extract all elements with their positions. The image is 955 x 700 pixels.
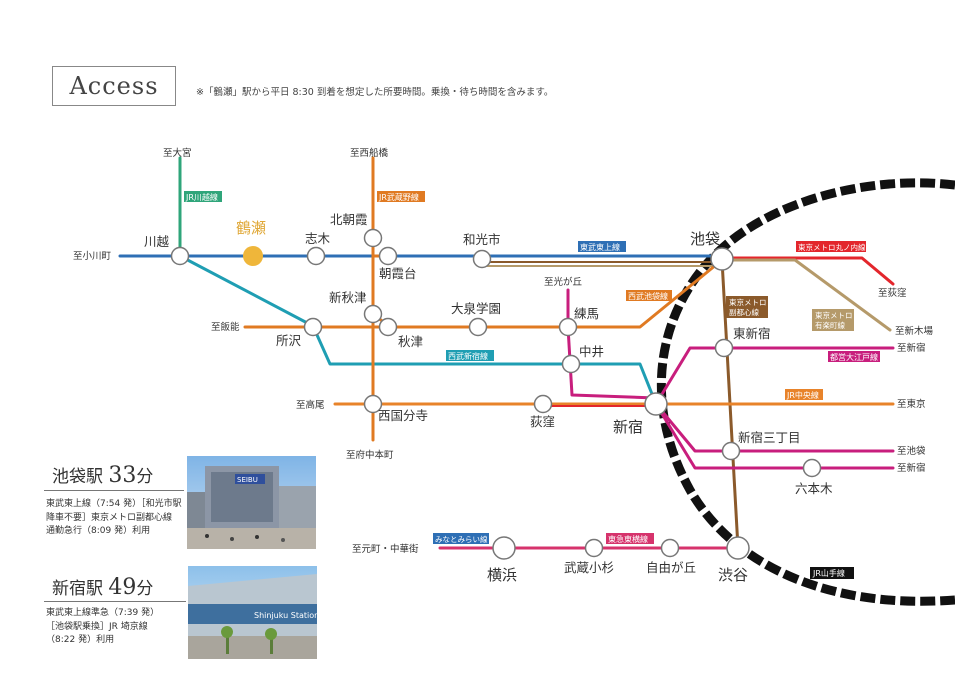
svg-text:有楽町線: 有楽町線: [815, 320, 845, 330]
station-higashishinjuku: [714, 338, 734, 358]
svg-text:東京メトロ: 東京メトロ: [729, 297, 767, 307]
svg-text:至新宿: 至新宿: [897, 462, 926, 474]
svg-text:Shinjuku Station: Shinjuku Station: [254, 611, 317, 620]
svg-text:練馬: 練馬: [574, 306, 599, 321]
svg-text:至池袋: 至池袋: [897, 445, 926, 457]
card-ikebukuro-rule: [44, 490, 184, 491]
station-roppongi: [802, 458, 822, 478]
svg-text:自由が丘: 自由が丘: [646, 560, 696, 575]
card-shinjuku-description: 東武東上線準急（7:39 発） ［池袋駅乗換］JR 埼京線 （8:22 発）利用: [46, 608, 160, 645]
svg-text:至高尾: 至高尾: [296, 399, 325, 411]
station-ikebukuro: [710, 247, 734, 271]
station-oizumi: [468, 317, 488, 337]
svg-text:渋谷: 渋谷: [718, 566, 748, 584]
svg-text:至西船橋: 至西船橋: [350, 147, 389, 159]
svg-text:JR川越線: JR川越線: [185, 192, 218, 202]
svg-text:東武東上線: 東武東上線: [580, 242, 620, 252]
station-akitsu: [378, 317, 398, 337]
station-yokohama: [492, 536, 516, 560]
svg-text:至元町・中華街: 至元町・中華街: [352, 543, 419, 555]
yurakucho-line: [720, 258, 892, 332]
svg-text:至光が丘: 至光が丘: [544, 276, 583, 288]
svg-text:六本木: 六本木: [795, 481, 833, 496]
svg-text:西武新宿線: 西武新宿線: [448, 351, 488, 361]
svg-text:所沢: 所沢: [276, 333, 302, 348]
svg-text:至新木場: 至新木場: [895, 325, 934, 337]
svg-text:鶴瀬: 鶴瀬: [236, 219, 266, 237]
station-asakadai: [378, 246, 398, 266]
svg-text:武蔵小杉: 武蔵小杉: [564, 560, 614, 575]
svg-text:至府中本町: 至府中本町: [346, 449, 394, 461]
svg-text:至新宿: 至新宿: [897, 342, 926, 354]
svg-text:西国分寺: 西国分寺: [378, 408, 428, 423]
card-shinjuku-title: 新宿駅 49分: [52, 575, 154, 600]
station-musashikosugi: [584, 538, 604, 558]
station-markers: [170, 228, 822, 560]
line-tags: JR川越線 JR武蔵野線 東武東上線 東京メトロ丸ノ内線 西武池袋線 東京メトロ…: [184, 191, 880, 579]
svg-text:都営大江戸線: 都営大江戸線: [830, 352, 878, 362]
svg-text:副都心線: 副都心線: [729, 307, 759, 317]
svg-text:新秋津: 新秋津: [329, 290, 367, 305]
svg-text:新宿三丁目: 新宿三丁目: [738, 430, 801, 445]
svg-text:東京メトロ丸ノ内線: 東京メトロ丸ノ内線: [798, 242, 866, 252]
station-tokorozawa: [303, 317, 323, 337]
station-sanchome: [721, 441, 741, 461]
station-kawagoe: [170, 246, 190, 266]
svg-text:志木: 志木: [305, 231, 331, 246]
station-nishikokubunji: [363, 394, 383, 414]
svg-text:みなとみらい線: みなとみらい線: [435, 534, 488, 544]
station-jiyugaoka: [660, 538, 680, 558]
svg-text:横浜: 横浜: [487, 566, 517, 584]
svg-text:西武池袋線: 西武池袋線: [628, 291, 668, 301]
photo-ikebukuro: SEIBU: [187, 456, 316, 549]
svg-text:至荻窪: 至荻窪: [878, 287, 907, 299]
yamanote-loop: [656, 178, 955, 606]
svg-text:JR武蔵野線: JR武蔵野線: [378, 192, 419, 202]
svg-text:東京メトロ: 東京メトロ: [815, 310, 853, 320]
station-shinjuku: [644, 392, 668, 416]
time-note: ※「鶴瀬」駅から平日 8:30 到着を想定した所要時間。乗換・待ち時間を含みます…: [196, 87, 554, 98]
svg-text:川越: 川越: [144, 234, 170, 249]
seibu-ikebukuro-line: [243, 258, 724, 329]
svg-text:至小川町: 至小川町: [73, 251, 112, 262]
svg-text:北朝霞: 北朝霞: [330, 212, 368, 227]
svg-text:池袋: 池袋: [690, 230, 720, 248]
svg-text:秋津: 秋津: [398, 334, 423, 349]
card-ikebukuro-title: 池袋駅 33分: [52, 463, 154, 488]
station-ogikubo: [533, 394, 553, 414]
station-shibuya: [726, 536, 750, 560]
card-shinjuku-rule: [44, 601, 186, 602]
svg-text:SEIBU: SEIBU: [237, 476, 258, 484]
svg-text:大泉学園: 大泉学園: [451, 301, 501, 316]
svg-text:至大宮: 至大宮: [163, 147, 192, 159]
svg-text:至飯能: 至飯能: [211, 321, 240, 333]
station-shiki: [306, 246, 326, 266]
svg-text:和光市: 和光市: [463, 232, 501, 247]
station-nakai: [561, 354, 581, 374]
direction-labels: 至大宮 至西船橋 至小川町 至飯能 至高尾 至府中本町 至光が丘 至荻窪 至新木…: [73, 147, 934, 555]
station-kitaasaka: [363, 228, 383, 248]
photo-shinjuku: Shinjuku Station: [188, 566, 317, 659]
svg-text:東急東横線: 東急東横線: [608, 534, 648, 544]
rail-lines: [118, 156, 895, 550]
svg-text:至東京: 至東京: [897, 398, 926, 410]
seibu-shinjuku-line: [178, 254, 658, 406]
svg-text:東新宿: 東新宿: [733, 326, 771, 341]
station-tsuruse: [243, 246, 263, 266]
svg-text:中井: 中井: [579, 344, 604, 359]
marunouchi-line: [720, 256, 895, 286]
svg-text:JR中央線: JR中央線: [786, 390, 819, 400]
station-labels: 川越 鶴瀬 志木 北朝霞 朝霞台 和光市 池袋 新秋津 秋津 所沢 大泉学園 練…: [144, 212, 833, 584]
station-shinakitsu: [363, 304, 383, 324]
station-wakoshi: [472, 249, 492, 269]
page-title: Access: [52, 66, 176, 106]
station-nerima: [558, 317, 578, 337]
svg-text:荻窪: 荻窪: [530, 414, 555, 429]
svg-text:JR山手線: JR山手線: [812, 568, 845, 578]
svg-text:新宿: 新宿: [613, 418, 643, 436]
svg-text:朝霞台: 朝霞台: [379, 266, 417, 281]
card-ikebukuro-description: 東武東上線（7:54 発）［和光市駅 降車不要］東京メトロ副都心線 通勤急行（8…: [46, 499, 182, 536]
